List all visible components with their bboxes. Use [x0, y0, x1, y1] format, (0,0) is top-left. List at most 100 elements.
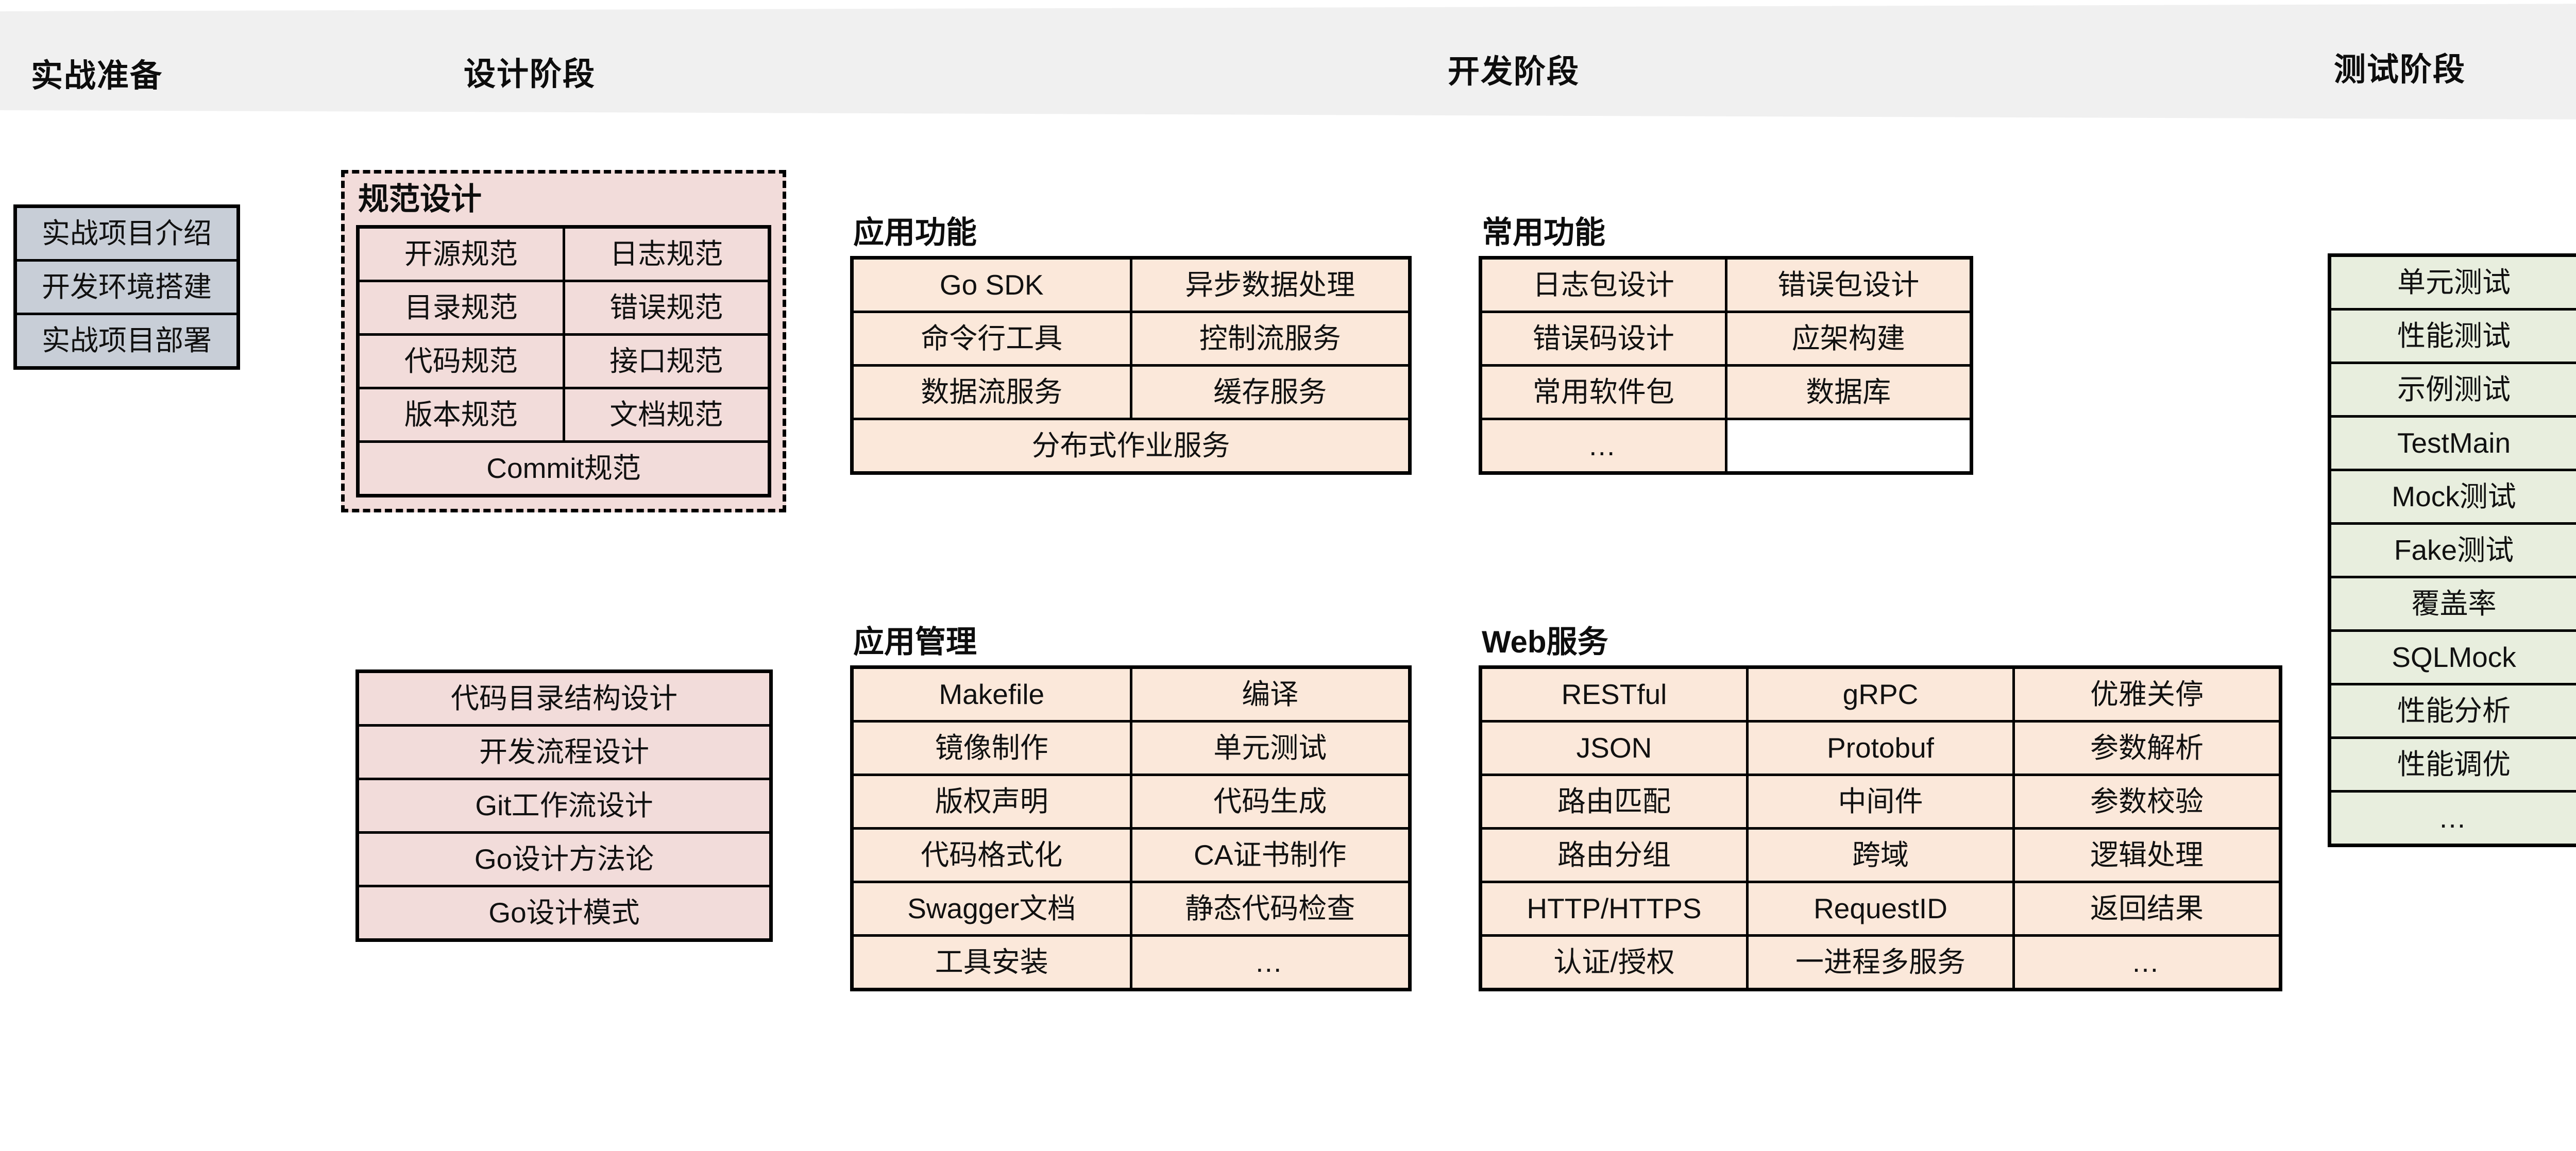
design-list: 代码目录结构设计 开发流程设计 Git工作流设计 Go设计方法论 Go设计模式	[355, 669, 773, 942]
list-item[interactable]: 代码目录结构设计	[359, 673, 769, 724]
phase-label-design: 设计阶段	[464, 57, 596, 92]
list-item[interactable]: TestMain	[2331, 418, 2576, 469]
table-cell[interactable]: 文档规范	[565, 389, 768, 440]
list-item[interactable]: 覆盖率	[2331, 578, 2576, 629]
list-item[interactable]: Git工作流设计	[359, 780, 769, 831]
table-cell[interactable]: 代码规范	[360, 336, 563, 387]
table-cell[interactable]: Go SDK	[854, 260, 1130, 311]
table-cell[interactable]: 日志包设计	[1482, 260, 1725, 311]
prep-list: 实战项目介绍 开发环境搭建 实战项目部署	[13, 204, 240, 370]
list-item[interactable]: SQLMock	[2331, 632, 2576, 683]
app-function-group: 应用功能 Go SDK 异步数据处理 命令行工具 控制流服务 数据流服务 缓存服…	[850, 216, 1412, 475]
table-cell[interactable]: 应架构建	[1727, 313, 1970, 364]
table-cell[interactable]: 代码格式化	[854, 830, 1130, 881]
web-service-group: Web服务 RESTful gRPC 优雅关停 JSON Protobuf 参数…	[1479, 626, 2282, 991]
list-item[interactable]: 实战项目介绍	[17, 208, 236, 259]
list-item[interactable]: Fake测试	[2331, 525, 2576, 576]
table-cell[interactable]: 命令行工具	[854, 313, 1130, 364]
table-cell[interactable]: 版权声明	[854, 776, 1130, 827]
table-cell[interactable]: 路由匹配	[1482, 776, 1746, 827]
table-cell[interactable]: 缓存服务	[1132, 367, 1408, 418]
table-cell[interactable]: HTTP/HTTPS	[1482, 883, 1746, 934]
list-item[interactable]: 单元测试	[2331, 257, 2576, 308]
app-manage-grid: Makefile 编译 镜像制作 单元测试 版权声明 代码生成 代码格式化 CA…	[850, 665, 1412, 991]
table-cell[interactable]: 路由分组	[1482, 830, 1746, 881]
banner-arrow-shape	[0, 4, 2576, 119]
table-cell-more[interactable]: …	[1482, 420, 1725, 471]
table-cell[interactable]: 跨域	[1749, 830, 2012, 881]
table-cell[interactable]: 常用软件包	[1482, 367, 1725, 418]
test-phase-list: 单元测试 性能测试 示例测试 TestMain Mock测试 Fake测试 覆盖…	[2328, 253, 2576, 847]
app-function-title: 应用功能	[853, 215, 977, 250]
common-function-group: 常用功能 日志包设计 错误包设计 错误码设计 应架构建 常用软件包 数据库 …	[1479, 216, 1973, 475]
table-cell[interactable]: 中间件	[1749, 776, 2012, 827]
table-cell[interactable]: 编译	[1132, 669, 1408, 720]
app-manage-group: 应用管理 Makefile 编译 镜像制作 单元测试 版权声明 代码生成 代码格…	[850, 626, 1412, 991]
table-cell[interactable]: 逻辑处理	[2015, 830, 2279, 881]
table-cell-more[interactable]: …	[2015, 937, 2279, 988]
app-function-grid: Go SDK 异步数据处理 命令行工具 控制流服务 数据流服务 缓存服务 分布式…	[850, 256, 1412, 475]
table-cell[interactable]: 认证/授权	[1482, 937, 1746, 988]
table-cell[interactable]: 目录规范	[360, 282, 563, 333]
table-cell[interactable]: 单元测试	[1132, 723, 1408, 774]
phase-label-test: 测试阶段	[2334, 52, 2466, 88]
table-cell[interactable]: Swagger文档	[854, 883, 1130, 934]
table-cell[interactable]: 版本规范	[360, 389, 563, 440]
table-cell[interactable]: gRPC	[1749, 669, 2012, 720]
table-cell[interactable]: RESTful	[1482, 669, 1746, 720]
table-cell[interactable]: 优雅关停	[2015, 669, 2279, 720]
table-cell[interactable]: 返回结果	[2015, 883, 2279, 934]
web-service-grid: RESTful gRPC 优雅关停 JSON Protobuf 参数解析 路由匹…	[1479, 665, 2282, 991]
spec-design-container: 规范设计 开源规范 日志规范 目录规范 错误规范 代码规范 接口规范 版本规范 …	[341, 170, 786, 512]
list-item[interactable]: 开发流程设计	[359, 727, 769, 778]
table-cell-more[interactable]: …	[1132, 937, 1408, 988]
test-phase-group: 单元测试 性能测试 示例测试 TestMain Mock测试 Fake测试 覆盖…	[2328, 253, 2576, 847]
table-cell[interactable]: CA证书制作	[1132, 830, 1408, 881]
phase-label-develop: 开发阶段	[1448, 54, 1580, 90]
table-cell[interactable]: 控制流服务	[1132, 313, 1408, 364]
list-item[interactable]: 开发环境搭建	[17, 262, 236, 313]
table-cell[interactable]: 一进程多服务	[1749, 937, 2012, 988]
table-cell[interactable]: 分布式作业服务	[854, 420, 1408, 471]
list-item[interactable]: 示例测试	[2331, 364, 2576, 415]
table-cell[interactable]: 日志规范	[565, 229, 768, 280]
common-function-title: 常用功能	[1482, 215, 1605, 250]
table-cell-blank	[1727, 420, 1970, 471]
table-cell[interactable]: 错误包设计	[1727, 260, 1970, 311]
table-cell[interactable]: 镜像制作	[854, 723, 1130, 774]
table-cell[interactable]: Protobuf	[1749, 723, 2012, 774]
list-item[interactable]: 性能调优	[2331, 739, 2576, 790]
app-manage-title: 应用管理	[853, 625, 977, 659]
list-item[interactable]: Go设计模式	[359, 887, 769, 938]
table-cell[interactable]: 静态代码检查	[1132, 883, 1408, 934]
list-item[interactable]: Mock测试	[2331, 471, 2576, 522]
table-cell[interactable]: Makefile	[854, 669, 1130, 720]
table-cell[interactable]: 异步数据处理	[1132, 260, 1408, 311]
design-list-group: 代码目录结构设计 开发流程设计 Git工作流设计 Go设计方法论 Go设计模式	[355, 669, 773, 942]
table-cell[interactable]: 参数校验	[2015, 776, 2279, 827]
list-item[interactable]: 性能测试	[2331, 311, 2576, 362]
list-item[interactable]: 性能分析	[2331, 685, 2576, 736]
table-cell[interactable]: 错误规范	[565, 282, 768, 333]
phase-label-prep: 实战准备	[31, 58, 163, 94]
table-cell[interactable]: JSON	[1482, 723, 1746, 774]
table-cell[interactable]: 工具安装	[854, 937, 1130, 988]
table-cell[interactable]: 数据流服务	[854, 367, 1130, 418]
table-cell[interactable]: 接口规范	[565, 336, 768, 387]
table-cell[interactable]: 开源规范	[360, 229, 563, 280]
spec-design-grid: 开源规范 日志规范 目录规范 错误规范 代码规范 接口规范 版本规范 文档规范 …	[356, 225, 771, 497]
list-item[interactable]: Go设计方法论	[359, 834, 769, 885]
table-cell[interactable]: Commit规范	[360, 443, 768, 494]
table-cell[interactable]: 数据库	[1727, 367, 1970, 418]
list-item-more[interactable]: …	[2331, 793, 2576, 844]
table-cell[interactable]: 参数解析	[2015, 723, 2279, 774]
list-item[interactable]: 实战项目部署	[17, 315, 236, 366]
common-function-grid: 日志包设计 错误包设计 错误码设计 应架构建 常用软件包 数据库 …	[1479, 256, 1973, 475]
table-cell[interactable]: 代码生成	[1132, 776, 1408, 827]
spec-design-title: 规范设计	[358, 182, 482, 216]
table-cell[interactable]: 错误码设计	[1482, 313, 1725, 364]
table-cell[interactable]: RequestID	[1749, 883, 2012, 934]
prep-group: 实战项目介绍 开发环境搭建 实战项目部署	[13, 204, 240, 370]
phase-banner: 实战准备 设计阶段 开发阶段 测试阶段 部署阶段 Tips	[0, 0, 2576, 124]
web-service-title: Web服务	[1482, 625, 1608, 659]
